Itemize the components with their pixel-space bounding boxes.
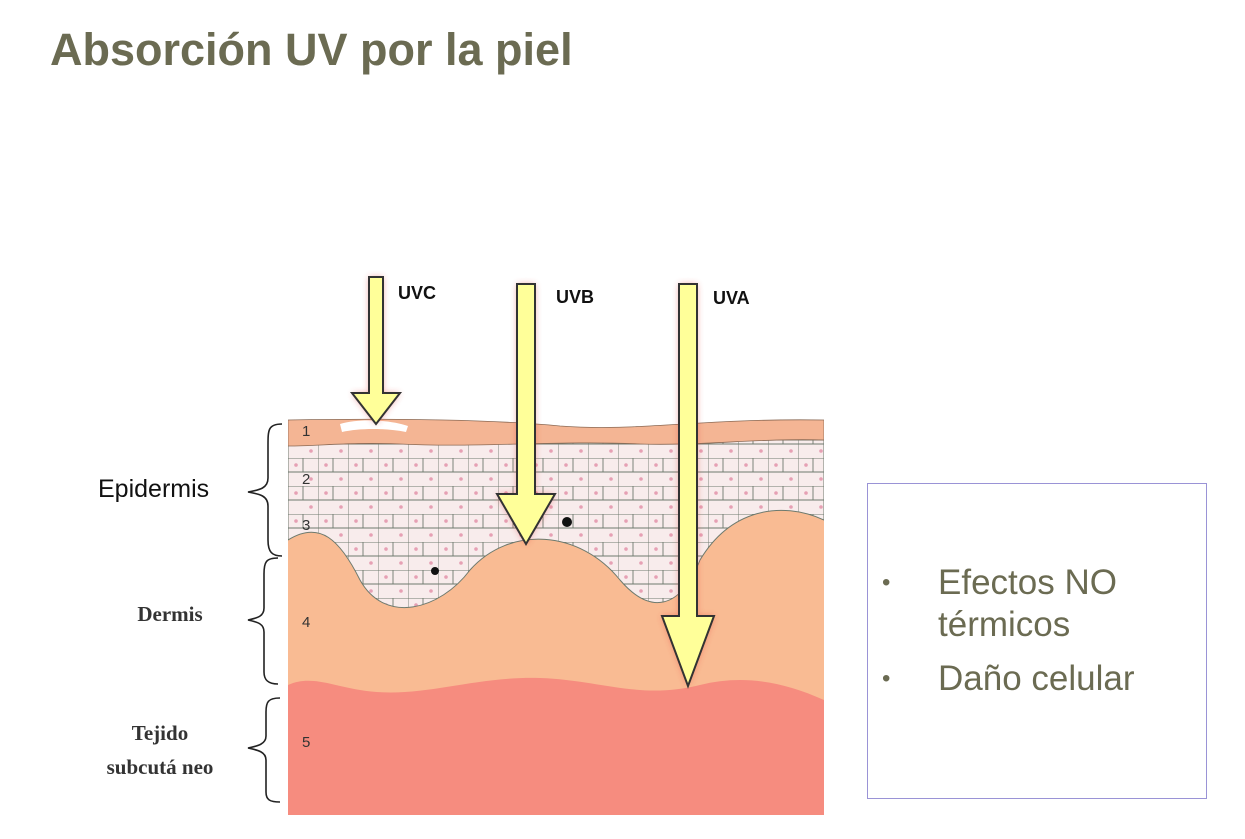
uvc-label: UVC	[398, 283, 436, 303]
uva-label: UVA	[713, 288, 750, 308]
surface-gap	[340, 420, 408, 432]
bullet-text: Efectos NO térmicos	[938, 563, 1117, 644]
info-box: • Efectos NO térmicos • Daño celular	[867, 483, 1207, 799]
dermis-label-text: Dermis	[137, 602, 203, 626]
uvb-arrow	[495, 283, 557, 546]
subcutaneous-label: Tejido subcutá neo	[80, 716, 240, 784]
subcutaneous-brace	[247, 697, 281, 803]
layer-number: 2	[302, 471, 310, 488]
melanocyte-dot	[431, 567, 439, 575]
bullet-text: Daño celular	[938, 659, 1135, 698]
subcutaneous-label-line1: Tejido	[131, 721, 189, 745]
uvb-label: UVB	[556, 287, 594, 307]
skin-layers	[288, 418, 824, 815]
melanocyte-dot	[562, 517, 572, 527]
epidermis-label: Epidermis	[98, 475, 210, 503]
layer-number: 5	[302, 734, 310, 751]
epidermis-brace	[247, 423, 283, 557]
uva-arrow	[660, 283, 716, 689]
bullet-dot-icon: •	[882, 569, 891, 596]
layer-number: 3	[302, 517, 310, 534]
bullet-item: • Efectos NO térmicos	[868, 562, 1208, 646]
dermis-label: Dermis	[110, 597, 230, 631]
slide-title: Absorción UV por la piel	[50, 24, 573, 75]
bullet-list: • Efectos NO térmicos • Daño celular	[868, 562, 1208, 712]
bullet-item: • Daño celular	[868, 658, 1208, 700]
uvc-arrow	[349, 276, 403, 426]
layer-number: 1	[302, 423, 310, 440]
subcutaneous-label-line2: subcutá neo	[106, 755, 214, 779]
bullet-dot-icon: •	[882, 665, 891, 692]
dermis-brace	[247, 557, 279, 685]
layer-number: 4	[302, 614, 310, 631]
